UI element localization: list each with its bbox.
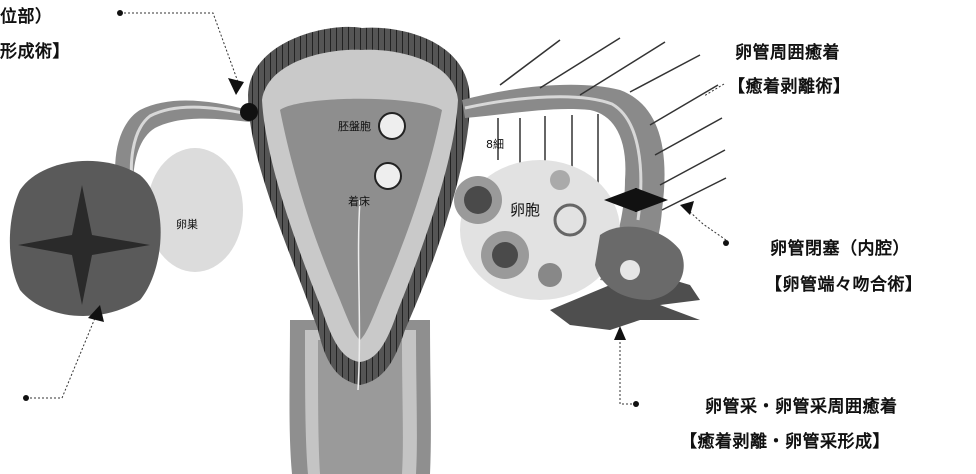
arrowhead-top	[228, 78, 244, 95]
label-right-top-line1: 卵管周囲癒着	[735, 38, 840, 63]
right-ovary	[454, 160, 620, 300]
uterus	[248, 27, 470, 390]
left-ovary-label: 卵巣	[176, 218, 198, 231]
implanted-embryo	[375, 163, 401, 189]
label-right-bottom-line2: 【癒着剥離・卵管采形成】	[680, 427, 890, 452]
leader-dot-right-mid	[723, 240, 729, 246]
blastocyst	[379, 113, 405, 139]
leader-dot-bottom-left	[23, 395, 29, 401]
label-right-mid-line2: 【卵管端々吻合術】	[765, 270, 923, 295]
label-right-mid-line1: 卵管閉塞（内腔）	[770, 234, 910, 259]
label-right-bottom-line1: 卵管采・卵管采周囲癒着	[705, 392, 898, 417]
label-top-left-line1: 位部）	[0, 2, 53, 27]
arrowhead-right-bottom	[614, 326, 626, 340]
right-ovary-label: 卵胞	[510, 201, 540, 219]
cornual-junction-dot	[240, 103, 258, 121]
embryo-label: 胚盤胞	[338, 120, 371, 133]
implantation-label: 着床	[348, 194, 370, 208]
left-ovary	[147, 148, 243, 272]
label-top-left-line2: 形成術】	[0, 37, 70, 62]
small-cell-label: 8細	[486, 138, 504, 151]
label-right-top-line2: 【癒着剥離術】	[728, 72, 851, 97]
fimbria-egg	[620, 260, 640, 280]
leader-dot-right-bottom	[633, 401, 639, 407]
leader-dot-top-left	[117, 10, 123, 16]
arrowhead-right-mid	[680, 201, 694, 215]
